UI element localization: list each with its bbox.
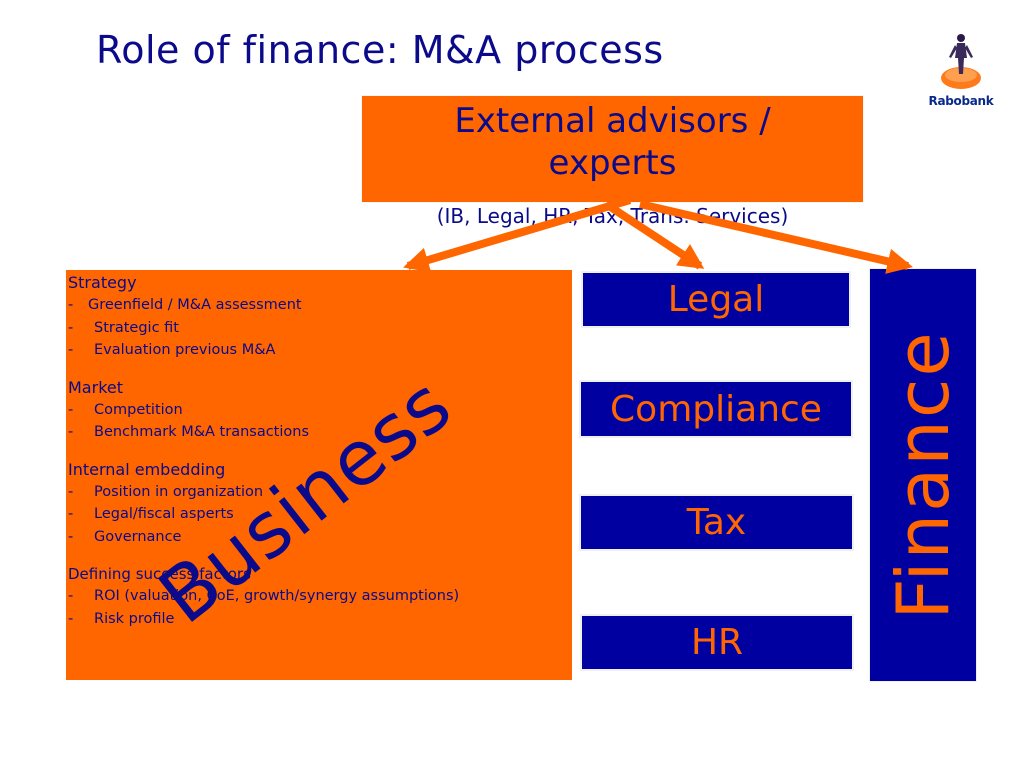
list-item: -Risk profile <box>68 610 175 627</box>
finance-box: Finance <box>869 268 977 682</box>
external-advisors-title-line2: experts <box>548 143 677 183</box>
external-advisors-title-line1: External advisors / <box>454 101 771 141</box>
list-item: -Benchmark M&A transactions <box>68 424 310 440</box>
section-heading: Internal embedding <box>68 459 226 479</box>
compliance-box: Compliance <box>579 380 853 438</box>
hr-box: HR <box>580 614 854 671</box>
list-item: -Governance <box>68 528 182 545</box>
list-item: -Position in organization <box>68 483 264 500</box>
external-advisors-box: External advisors / experts <box>361 95 864 203</box>
list-item: -Competition <box>68 401 183 418</box>
legal-box: Legal <box>581 271 851 328</box>
list-item: -ROI (valuation, CoE, growth/synergy ass… <box>68 588 460 604</box>
section-heading: Strategy <box>68 273 137 292</box>
rabobank-logo-icon <box>941 34 981 89</box>
finance-label: Finance <box>881 330 965 620</box>
list-item: -Greenfield / M&A assessment <box>68 297 302 313</box>
section-market: Market -Competition -Benchmark M&A trans… <box>68 377 572 444</box>
list-item: -Evaluation previous M&A <box>68 342 276 358</box>
logo-text: Rabobank <box>928 94 994 108</box>
list-item: -Legal/fiscal asperts <box>68 506 234 522</box>
slide-title: Role of finance: M&A process <box>96 28 664 72</box>
section-strategy: Strategy -Greenfield / M&A assessment -S… <box>68 272 572 362</box>
tax-box: Tax <box>579 494 854 551</box>
section-internal-embedding: Internal embedding -Position in organiza… <box>68 459 572 549</box>
business-box: Strategy -Greenfield / M&A assessment -S… <box>66 270 572 680</box>
section-heading: Market <box>68 377 123 397</box>
external-advisors-subtitle: (IB, Legal, HR, Tax, Trans. Services) <box>436 204 789 228</box>
list-item: -Strategic fit <box>68 319 179 336</box>
rabobank-logo: Rabobank <box>928 30 994 114</box>
section-success-factors: Defining success factors -ROI (valuation… <box>68 563 572 630</box>
section-heading: Defining success factors <box>68 565 251 583</box>
